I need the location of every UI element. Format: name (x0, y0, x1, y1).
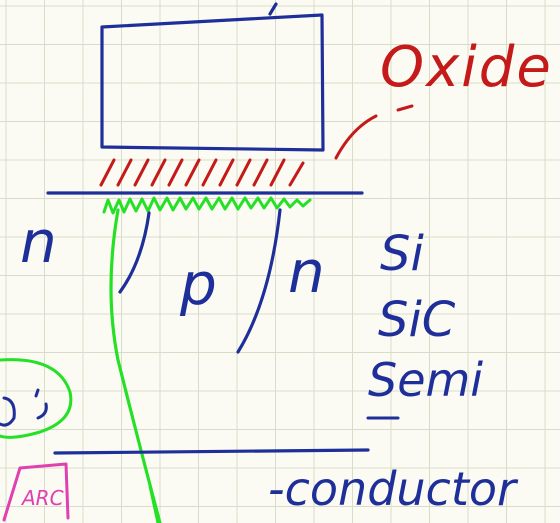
conductor-label: -conductor (268, 462, 519, 516)
right-junction-boundary (236, 208, 282, 354)
n-right-label: n (288, 238, 325, 306)
gate-electrode (100, 2, 325, 152)
inversion-channel-scribble (102, 196, 312, 215)
pink-note-text: ARC (20, 486, 64, 510)
left-junction-boundary (118, 211, 151, 294)
semi-label: Semi (368, 353, 483, 407)
green-circle-doodle (0, 358, 73, 439)
oxide-label: Oxide (380, 35, 553, 100)
oxide-layer-hatching (99, 158, 305, 187)
sic-label: SiC (378, 292, 456, 348)
green-small-stroke (148, 484, 160, 523)
p-region-label: p (179, 250, 217, 318)
si-label: Si (380, 226, 424, 282)
doodle-face-mark (0, 388, 48, 427)
substrate-bottom-line (53, 448, 370, 455)
channel-wire (109, 208, 162, 523)
oxide-pointer-line (334, 104, 414, 160)
pink-note-box (2, 462, 70, 522)
n-left-label: n (20, 208, 57, 276)
